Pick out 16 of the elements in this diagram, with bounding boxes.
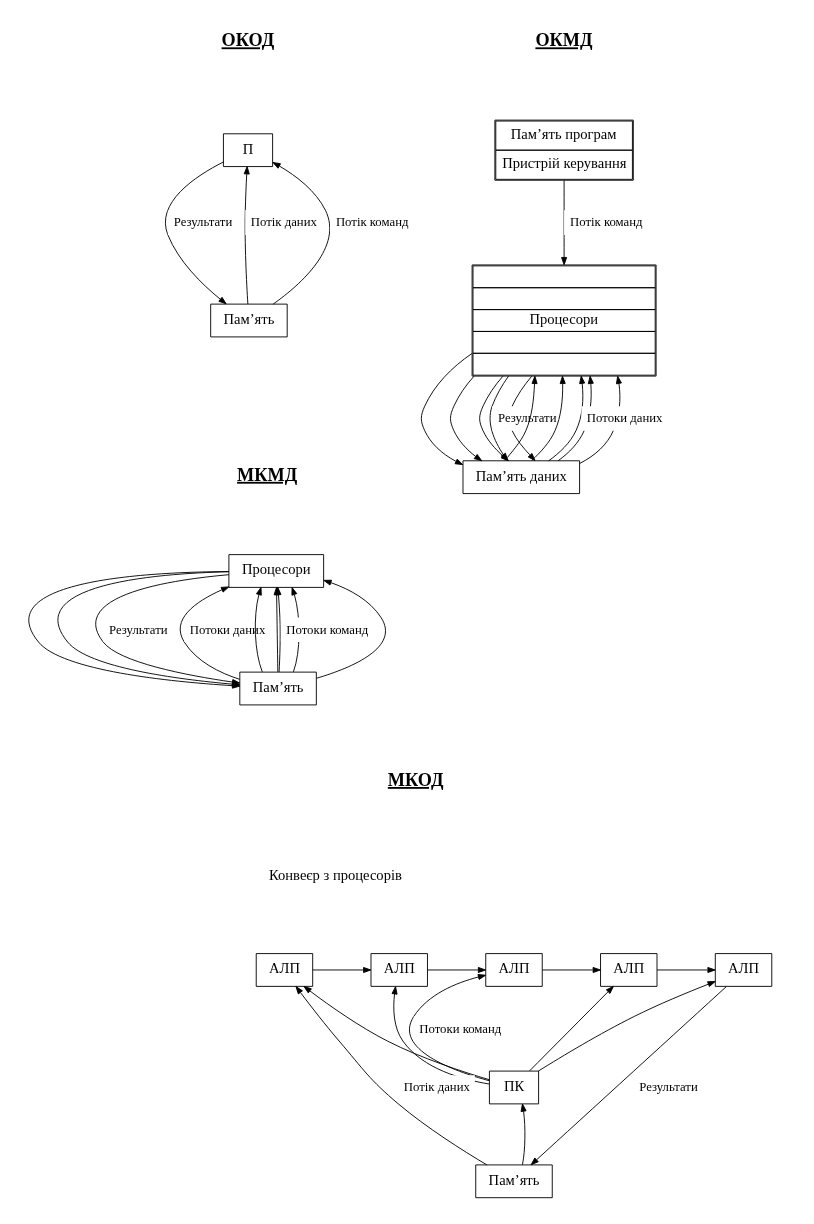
edge-label: Потоки команд: [285, 622, 368, 637]
edge-label: Потік даних: [403, 1080, 470, 1095]
edge-label: Потік команд: [569, 215, 643, 230]
label: МКОД: [387, 769, 444, 790]
label: Конвеєр з процесорів: [268, 866, 402, 883]
label: МКМД: [236, 464, 297, 485]
edge-label: Потоки команд: [418, 1021, 501, 1036]
label: ОКОД: [221, 30, 274, 51]
edge-label: Результати: [108, 622, 168, 637]
edge-label: Потік даних: [250, 215, 317, 230]
label: ОКМД: [534, 30, 592, 51]
edge-label: Результати: [173, 215, 232, 230]
edge-label: Потік команд: [335, 215, 408, 230]
edge-label: Потоки даних: [586, 411, 662, 426]
edge-label: Результати: [497, 411, 557, 426]
edge-label: Результати: [638, 1080, 698, 1095]
